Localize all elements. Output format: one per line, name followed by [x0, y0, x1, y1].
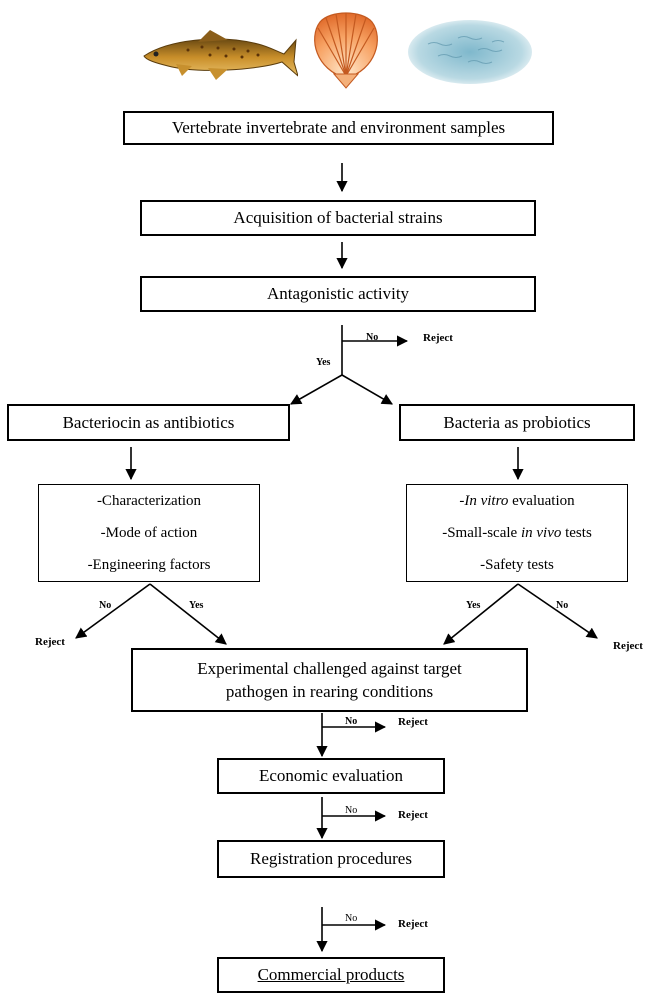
label-yes-probiotics: Yes — [466, 600, 481, 611]
bacteriocin-box: Bacteriocin as antibiotics — [7, 404, 290, 441]
step-safety: -Safety tests — [480, 557, 554, 573]
probiotics-steps-box: -In vitro evaluation -Small-scale in viv… — [406, 484, 628, 582]
label-yes-antagonistic: Yes — [316, 357, 331, 368]
step-in-vitro-em: In vitro — [464, 493, 509, 509]
label-reject-antagonistic: Reject — [423, 332, 453, 344]
challenge-line1: Experimental challenged against target — [197, 659, 462, 678]
label-no-antagonistic: No — [366, 332, 379, 343]
bacteriocin-steps-box: -Characterization -Mode of action -Engin… — [38, 484, 260, 582]
probiotics-text: Bacteria as probiotics — [443, 412, 591, 432]
registration-box: Registration procedures — [217, 840, 445, 878]
step-mode-of-action: -Mode of action — [100, 525, 198, 541]
step-engineering-factors: -Engineering factors — [87, 557, 211, 573]
acquisition-box: Acquisition of bacterial strains — [140, 200, 536, 236]
label-reject-economic: Reject — [398, 809, 428, 821]
step-characterization: -Characterization — [96, 493, 202, 509]
probiotics-box: Bacteria as probiotics — [399, 404, 635, 441]
label-no-registration: No — [345, 913, 358, 924]
step-small-scale-em: in vivo — [520, 525, 562, 541]
label-no-economic: No — [345, 805, 358, 816]
label-no-bacteriocin: No — [99, 600, 112, 611]
challenge-box: Experimental challenged against target p… — [131, 648, 528, 712]
step-in-vitro: -In vitro evaluation — [459, 485, 574, 517]
step-small-scale: -Small-scale in vivo tests — [442, 517, 592, 549]
samples-text: Vertebrate invertebrate and environment … — [171, 118, 506, 137]
economic-text: Economic evaluation — [259, 766, 403, 785]
registration-text: Registration procedures — [250, 849, 412, 868]
acquisition-text: Acquisition of bacterial strains — [233, 208, 443, 227]
challenge-line2: pathogen in rearing conditions — [225, 682, 434, 701]
label-yes-bacteriocin: Yes — [189, 600, 204, 611]
commercial-box: Commercial products — [217, 957, 445, 993]
label-reject-bacteriocin: Reject — [35, 636, 65, 648]
step-in-vitro-dash: - — [459, 493, 465, 509]
sea-water-image — [408, 20, 532, 84]
scallop-shell-image — [314, 12, 378, 89]
antagonistic-box: Antagonistic activity — [140, 276, 536, 312]
label-no-challenge: No — [345, 716, 358, 727]
antagonistic-text: Antagonistic activity — [266, 284, 410, 303]
bacteriocin-text: Bacteriocin as antibiotics — [62, 412, 235, 432]
step-small-scale-pre: -Small-scale — [442, 525, 521, 541]
step-small-scale-post: tests — [561, 525, 592, 541]
economic-box: Economic evaluation — [217, 758, 445, 794]
step-in-vitro-rest: evaluation — [508, 493, 575, 509]
samples-box: Vertebrate invertebrate and environment … — [123, 111, 554, 145]
label-reject-registration: Reject — [398, 918, 428, 930]
label-reject-challenge: Reject — [398, 716, 428, 728]
label-no-probiotics: No — [556, 600, 569, 611]
label-reject-probiotics: Reject — [613, 640, 643, 652]
commercial-text: Commercial products — [257, 965, 405, 984]
trout-fish-image — [143, 30, 298, 80]
